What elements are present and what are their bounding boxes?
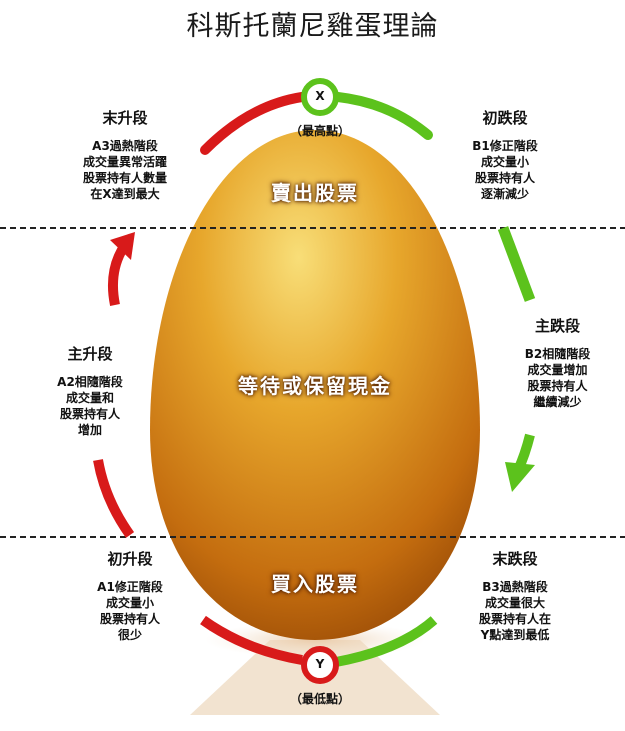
stage-a3-line: 成交量異常活躍: [82, 155, 167, 169]
egg-sell-label: 賣出股票: [271, 181, 359, 205]
lowest-point-letter: Y: [315, 657, 325, 671]
stage-a1-line: 很少: [117, 628, 142, 642]
rise-arc-top: [200, 92, 307, 155]
stage-b1-line: 股票持有人: [474, 171, 535, 185]
highest-point-letter: X: [315, 89, 325, 103]
stage-b2-line: 成交量增加: [527, 363, 588, 377]
stage-a2-line: 增加: [77, 423, 102, 437]
stage-b2-line: B2相隨階段: [524, 347, 591, 361]
stage-b2-line: 股票持有人: [527, 379, 588, 393]
highest-point-circle: [301, 78, 339, 116]
stage-b3-name: 末跌段: [492, 550, 538, 568]
stage-a1: 初升段 A1修正階段 成交量小 股票持有人 很少: [65, 548, 195, 643]
stage-b3-line: 股票持有人在: [478, 612, 551, 626]
stage-b3: 末跌段 B3過熱階段 成交量很大 股票持有人在 Y點達到最低: [445, 548, 585, 643]
stage-b1-line: B1修正階段: [472, 139, 538, 153]
lowest-point-label: （最低點）: [289, 692, 350, 706]
rise-arc-upper-left: [108, 242, 130, 306]
stage-b2-name: 主跌段: [534, 317, 580, 335]
lowest-point-circle: [301, 646, 339, 684]
stage-a3: 末升段 A3過熱階段 成交量異常活躍 股票持有人數量 在X達到最大: [50, 107, 200, 202]
stage-b2-line: 繼續減少: [533, 395, 582, 409]
stage-a1-line: 股票持有人: [99, 612, 160, 626]
stage-a1-line: 成交量小: [105, 596, 154, 610]
stage-a3-line: A3過熱階段: [92, 139, 158, 153]
stage-a3-line: 股票持有人數量: [82, 171, 167, 185]
stage-b1: 初跌段 B1修正階段 成交量小 股票持有人 逐漸減少: [440, 107, 570, 202]
fall-arc-bottom: [335, 616, 438, 667]
rise-arrowhead: [110, 232, 135, 260]
stage-b1-name: 初跌段: [482, 109, 528, 127]
stage-a2-line: A2相隨階段: [57, 375, 123, 389]
stage-a2-name: 主升段: [67, 345, 113, 363]
egg-buy-label: 買入股票: [271, 572, 359, 596]
stage-a3-name: 末升段: [102, 109, 148, 127]
stage-b1-line: 逐漸減少: [480, 187, 529, 201]
stage-b3-line: Y點達到最低: [480, 628, 550, 642]
stage-a2-line: 成交量和: [65, 391, 114, 405]
stage-a3-line: 在X達到最大: [90, 187, 160, 201]
highest-point-label: （最高點）: [289, 124, 350, 138]
fall-arc-upper-right: [497, 226, 536, 302]
stage-a1-line: A1修正階段: [97, 580, 163, 594]
stage-a2: 主升段 A2相隨階段 成交量和 股票持有人 增加: [25, 343, 155, 438]
stage-b3-line: B3過熱階段: [482, 580, 548, 594]
fall-arc-top: [333, 92, 433, 140]
rise-arc-lower-left: [93, 459, 135, 538]
stage-a1-name: 初升段: [107, 550, 153, 568]
egg-wait-label: 等待或保留現金: [238, 374, 392, 398]
rise-arc-bottom: [200, 615, 303, 665]
stage-b3-line: 成交量很大: [484, 596, 545, 610]
egg: [150, 130, 480, 640]
fall-arrowhead: [505, 462, 535, 492]
diagram-title: 科斯托蘭尼雞蛋理論: [186, 11, 439, 42]
stage-b2: 主跌段 B2相隨階段 成交量增加 股票持有人 繼續減少: [490, 315, 625, 410]
stage-a2-line: 股票持有人: [59, 407, 120, 421]
stage-b1-line: 成交量小: [480, 155, 529, 169]
